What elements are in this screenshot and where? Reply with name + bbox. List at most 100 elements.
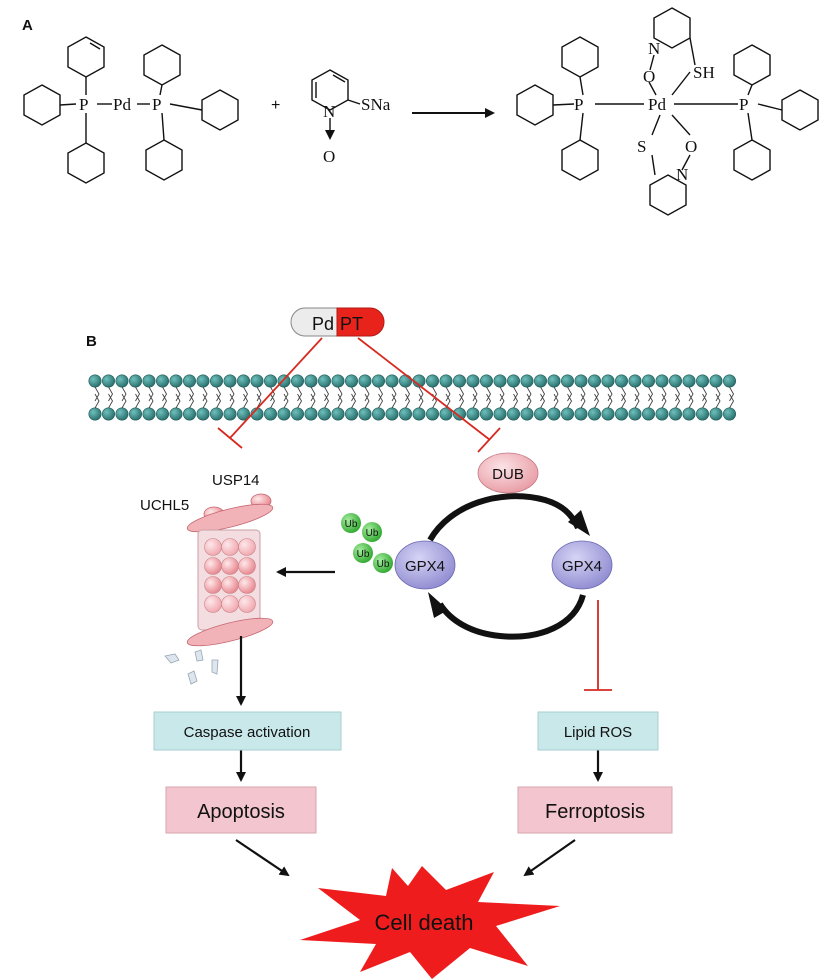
lipid-tail [715,386,721,409]
lipid-head [452,407,466,421]
lipid-head [547,374,561,388]
lipid-head [371,374,385,388]
lipid-tail [553,386,559,409]
lipid-tail [540,386,546,409]
lipid-tail [337,386,343,409]
lipid-tail [567,386,573,409]
lipid-head [88,374,102,388]
ubiquitin-bead [341,513,361,533]
lipid-tail [513,386,519,409]
ub-label: Ub [345,519,358,530]
lipid-head [317,374,331,388]
lipid-head [439,374,453,388]
lipid-head [398,374,412,388]
dub-label: DUB [492,466,524,483]
lipid-head [709,407,723,421]
caspase-activation-label: Caspase activation [184,724,311,741]
lipid-head [371,407,385,421]
lipid-head [398,407,412,421]
lipid-tail [108,386,114,409]
lipid-head [344,374,358,388]
lipid-tail [364,386,370,409]
lipid-head [560,407,574,421]
lipid-head [331,374,345,388]
ubiquitin-chain: Ub Ub Ub Ub [341,513,393,573]
proteasome-subunit [221,595,239,613]
lipid-head [493,407,507,421]
lipid-head [183,407,197,421]
lipid-head [385,374,399,388]
proteasome: USP14 UCHL5 [140,472,274,685]
proteasome-top-cap [186,503,274,533]
ubiquitin-bead [362,522,382,542]
atom-sna: SNa [361,95,391,114]
lipid-tail [661,386,667,409]
atom-o: O [643,67,655,86]
lipid-head [156,374,170,388]
proteasome-core-subunits [204,538,256,613]
gpx4-node [551,540,613,590]
atom-n: N [323,102,335,121]
lipid-head [425,407,439,421]
lipid-head [655,374,669,388]
ub-label: Ub [357,549,370,560]
atom-n: N [676,165,688,184]
lipid-tail [499,386,505,409]
lipid-head [601,407,615,421]
lipid-head [129,374,143,388]
lipid-head [210,374,224,388]
lipid-head [641,407,655,421]
lipid-tail [621,386,627,409]
ubiquitin-cycle: DUB GPX4 GPX4 Ub Ub Ub Ub [341,452,613,640]
lipid-head [614,407,628,421]
lipid-tail [94,386,100,409]
lipid-tail [175,386,181,409]
cycle-arrowhead-top [568,510,590,536]
lipid-tail [283,386,289,409]
flow-arrows [235,567,603,877]
lipid-tail [580,386,586,409]
lipid-head [290,407,304,421]
lipid-tail [391,386,397,409]
atom-pd: Pd [113,95,131,114]
reactant-pd-pph3 [23,36,239,184]
uchl5-label: UCHL5 [140,497,189,514]
ub-label: Ub [377,559,390,570]
peptide-fragments [164,649,219,685]
lipid-head [169,374,183,388]
apoptosis-box [165,786,317,834]
lipid-head [466,407,480,421]
lipid-tail [243,386,249,409]
lipid-head [682,407,696,421]
lipid-head [479,407,493,421]
proteasome-subunit [238,538,256,556]
cell-death-burst [300,866,560,979]
proteasome-subunit [204,595,222,613]
proteasome-subunit [204,538,222,556]
proteasome-subunit [238,595,256,613]
plus-sign: + [271,97,280,114]
lipid-head [169,407,183,421]
lipid-tail [634,386,640,409]
lipid-head [412,407,426,421]
lipid-head [102,374,116,388]
lipid-head [210,407,224,421]
ferroptosis-box [517,786,673,834]
lipid-tail [405,386,411,409]
gpx4-left-label: GPX4 [405,558,445,575]
lipid-head [520,407,534,421]
atom-o: O [685,137,697,156]
lipid-head [655,407,669,421]
lipid-tail [270,386,276,409]
atom-p: P [79,95,88,114]
lipid-head [142,407,156,421]
lipid-head [196,374,210,388]
lipid-tail [229,386,235,409]
atom-p: P [739,95,748,114]
lipid-head [587,374,601,388]
lipid-tail [594,386,600,409]
lipid-tail [189,386,195,409]
lipid-head [88,407,102,421]
ubiquitin-bead [373,553,393,573]
